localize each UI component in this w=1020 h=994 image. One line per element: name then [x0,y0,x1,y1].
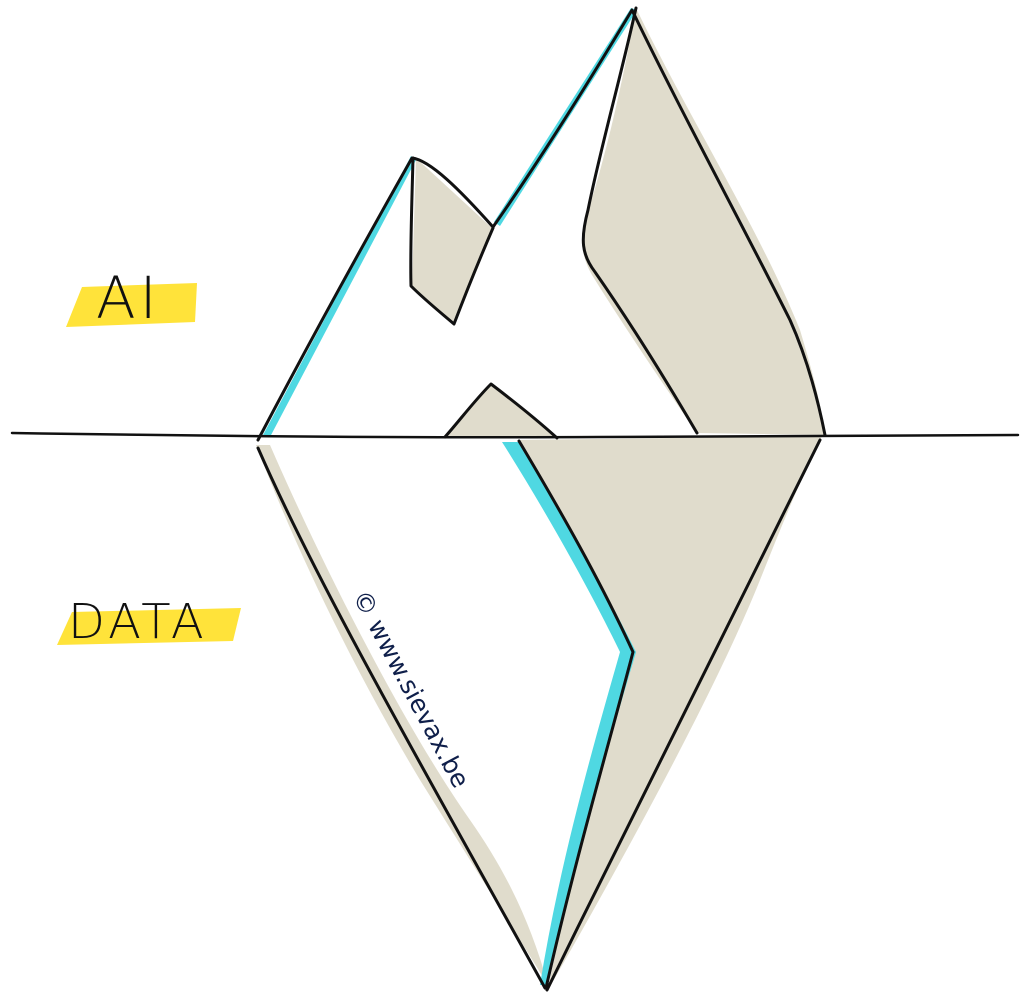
tip-outline-ridge [581,6,699,435]
tip-outline-small-peak [409,156,495,326]
tip-shadow-small-peak [412,158,492,323]
submerged-outline-left [256,446,547,990]
data-label-text: DATA [68,594,208,650]
iceberg-submerged [256,436,822,992]
submerged-outline-ridge [517,439,635,990]
ai-highlighter [66,283,197,327]
waterline [10,431,1020,439]
tip-shadow-right [582,8,825,435]
label-data: DATA [57,594,241,650]
iceberg-tip [256,6,827,442]
tip-outline-middle [491,8,827,437]
submerged-shadow-right [518,436,822,990]
ai-label-text: AI [96,264,161,332]
data-highlighter [57,608,241,645]
tip-outline-bump [443,382,559,440]
submerged-cyan-band [502,442,636,985]
tip-shadow-bump [443,384,557,437]
label-ai: AI [66,264,197,332]
tip-outline-left [256,156,495,442]
tip-cyan-edge-left [262,156,416,437]
submerged-shadow-left [256,445,548,985]
submerged-outline-right [545,438,822,992]
